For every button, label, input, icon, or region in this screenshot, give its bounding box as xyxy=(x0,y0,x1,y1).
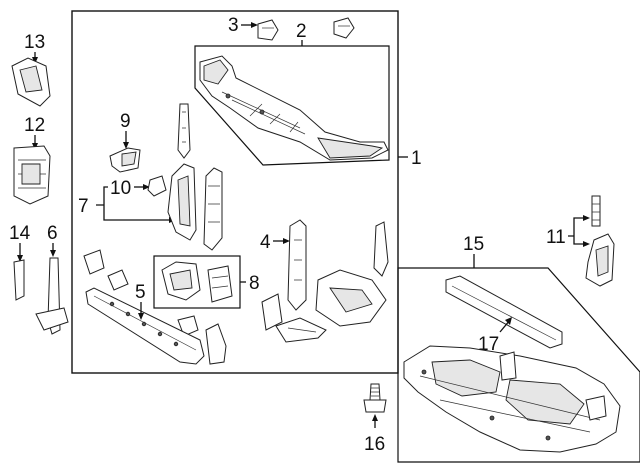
callout-15: 15 xyxy=(463,234,484,255)
side-member-part-7 xyxy=(167,163,223,251)
callout-14: 14 xyxy=(9,223,31,244)
panel-part-13 xyxy=(11,57,51,107)
callout-9: 9 xyxy=(120,111,131,132)
callout-7: 7 xyxy=(78,196,89,217)
bracket-part-9 xyxy=(109,147,141,173)
callout-4: 4 xyxy=(260,232,271,253)
callout-1: 1 xyxy=(411,148,422,169)
under-cover-part-15 xyxy=(403,345,621,453)
lower-cross-member-part-5 xyxy=(85,287,205,365)
small-bracket-part-14 xyxy=(13,259,25,301)
clip-part-3b xyxy=(333,17,355,39)
vertical-post-part-6 xyxy=(35,257,69,335)
bolt-part-16 xyxy=(363,383,387,413)
callout-2: 2 xyxy=(296,21,307,42)
upper-support-part xyxy=(199,55,389,161)
callout-5: 5 xyxy=(135,282,146,303)
lower-right-brackets xyxy=(261,269,387,343)
callout-8: 8 xyxy=(249,273,260,294)
small-bracket-part-10 xyxy=(147,175,167,197)
callout-11: 11 xyxy=(546,227,566,248)
under-cover-inset xyxy=(397,267,640,463)
callout-13: 13 xyxy=(24,32,45,53)
bracket-part-11 xyxy=(585,195,615,287)
upper-support-inset xyxy=(194,45,390,166)
bracket-part-12 xyxy=(13,145,51,205)
callout-6: 6 xyxy=(47,223,58,244)
callout-10: 10 xyxy=(110,178,131,199)
callout-12: 12 xyxy=(24,115,45,136)
callout-16: 16 xyxy=(364,434,385,455)
main-assembly-frame xyxy=(71,10,399,374)
vertical-support-part-4 xyxy=(287,219,307,311)
small-brackets-lower-left xyxy=(83,249,227,365)
bracket-parts-8 xyxy=(161,261,233,303)
clip-part-3a xyxy=(257,19,279,41)
upper-vertical-bracket xyxy=(177,103,191,159)
rail-part-17 xyxy=(445,275,563,349)
right-vertical-bracket xyxy=(373,221,389,277)
callout-3: 3 xyxy=(228,15,239,36)
